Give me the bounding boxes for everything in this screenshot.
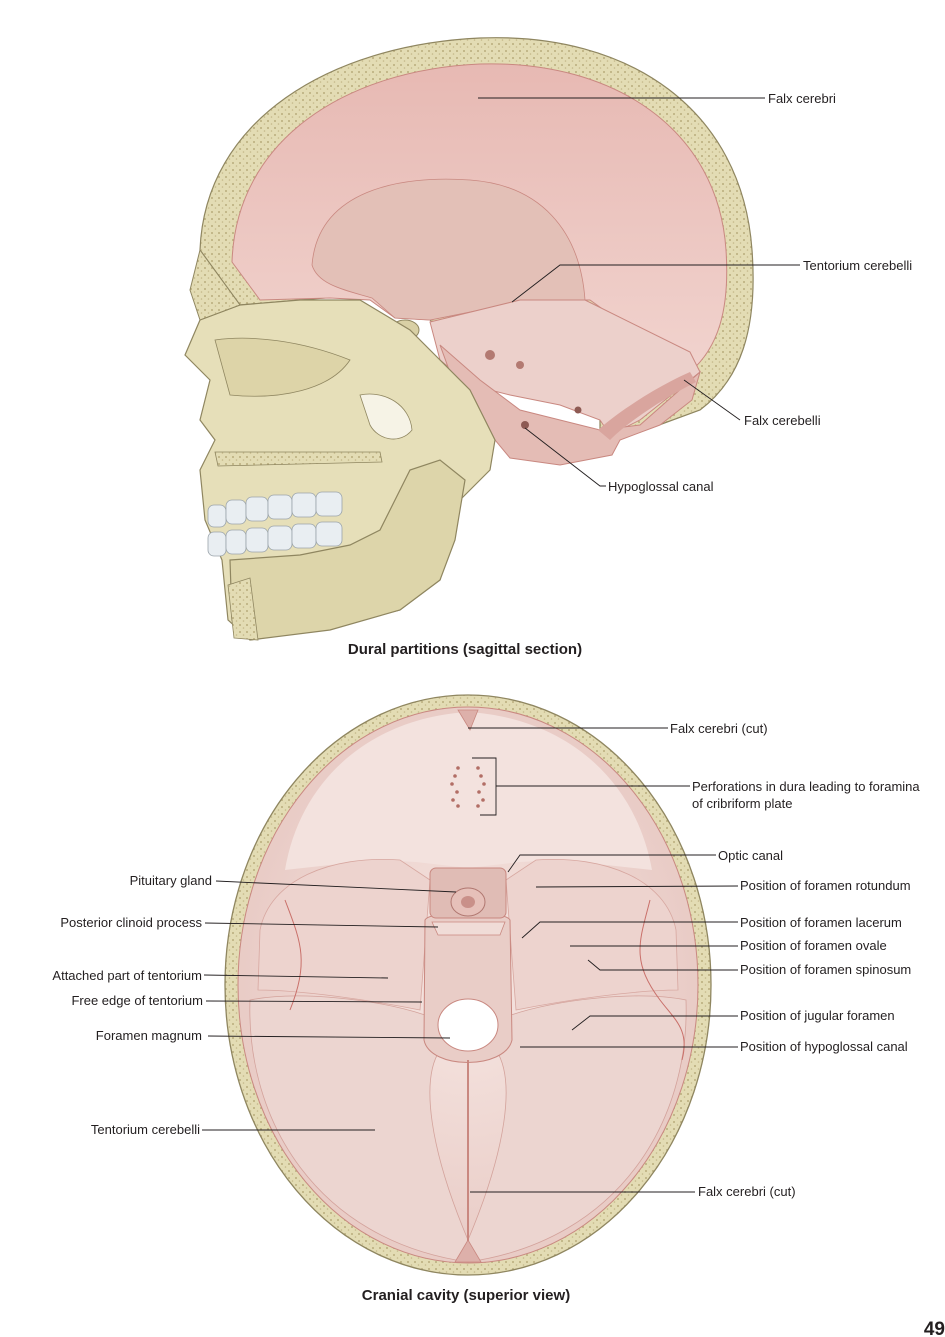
hypoglossal-canal-hole xyxy=(521,421,529,429)
label-perforations-line2: of cribriform plate xyxy=(692,796,792,811)
meningeal-vessel-right xyxy=(639,899,685,1061)
cribriform-perforations xyxy=(450,766,486,808)
label-foramen-rotundum: Position of foramen rotundum xyxy=(740,878,911,893)
label-hypoglossal-canal: Hypoglossal canal xyxy=(608,479,714,494)
label-posterior-clinoid: Posterior clinoid process xyxy=(60,915,202,930)
mandible xyxy=(229,459,466,641)
anterior-cranial-fossa xyxy=(285,712,652,870)
superior-view-figure xyxy=(224,694,712,1276)
tentorium-cerebelli-sheet xyxy=(249,995,687,1263)
falx-cut-posterior-tip xyxy=(454,1239,482,1263)
label-pituitary-gland: Pituitary gland xyxy=(130,873,212,888)
meningeal-vessel-left xyxy=(284,899,302,1011)
label-hypoglossal-position: Position of hypoglossal canal xyxy=(740,1039,908,1054)
superior-leaders xyxy=(202,727,739,1193)
label-attached-tentorium: Attached part of tentorium xyxy=(52,968,202,983)
sagittal-leaders xyxy=(478,97,800,487)
foramen-hole xyxy=(574,406,582,414)
label-falx-cerebelli: Falx cerebelli xyxy=(744,413,821,428)
caption-superior: Cranial cavity (superior view) xyxy=(362,1287,570,1304)
hard-palate xyxy=(214,451,383,467)
foramen-hole xyxy=(516,361,524,369)
falx-cerebri-cut-anterior xyxy=(457,709,479,731)
maxilla xyxy=(214,337,351,397)
mandible-section xyxy=(227,577,259,641)
falx-cerebelli-shape xyxy=(598,372,696,440)
label-tentorium-cerebelli-2: Tentorium cerebelli xyxy=(91,1122,200,1137)
label-foramen-lacerum: Position of foramen lacerum xyxy=(740,915,902,930)
label-falx-cerebri-cut-top: Falx cerebri (cut) xyxy=(670,721,768,736)
external-acoustic-meatus xyxy=(359,393,413,440)
teeth xyxy=(207,491,343,557)
falx-inner-area xyxy=(311,178,586,321)
label-foramen-spinosum: Position of foramen spinosum xyxy=(740,962,911,977)
label-foramen-magnum: Foramen magnum xyxy=(96,1028,202,1043)
foramen-magnum-hole xyxy=(437,998,499,1052)
posterior-clinoid-shape xyxy=(431,921,506,936)
frontal-sinus xyxy=(189,248,241,321)
label-foramen-ovale: Position of foramen ovale xyxy=(740,938,887,953)
label-falx-cerebri-cut-bottom: Falx cerebri (cut) xyxy=(698,1184,796,1199)
label-perforations-line1: Perforations in dura leading to foramina xyxy=(692,779,920,794)
pituitary-stalk xyxy=(461,896,475,908)
label-jugular-foramen: Position of jugular foramen xyxy=(740,1008,895,1023)
label-tentorium-cerebelli: Tentorium cerebelli xyxy=(803,258,912,273)
sagittal-section-figure xyxy=(184,37,754,641)
label-falx-cerebri: Falx cerebri xyxy=(768,91,836,106)
label-optic-canal: Optic canal xyxy=(718,848,783,863)
caption-sagittal: Dural partitions (sagittal section) xyxy=(348,641,582,658)
label-free-edge-tentorium: Free edge of tentorium xyxy=(71,993,203,1008)
foramen-hole xyxy=(485,350,495,360)
page-number: 49 xyxy=(924,1319,945,1337)
